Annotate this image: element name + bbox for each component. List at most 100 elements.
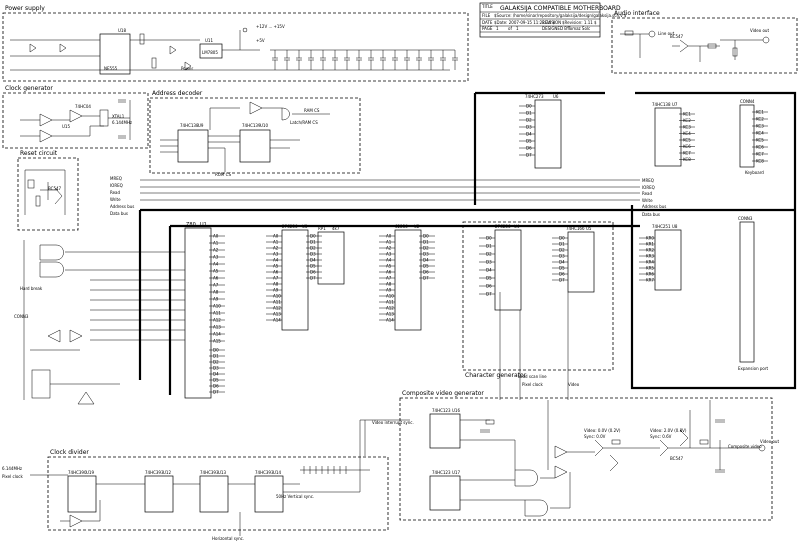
power-supply-circuit: NE555 U18 LM7805 U11 +12V ... +15V +5V P… bbox=[10, 24, 458, 75]
address-decoder-block: Address decoder bbox=[149, 90, 361, 174]
mono1-ref: U16 bbox=[452, 408, 460, 413]
character-generator-title: Character generator bbox=[465, 372, 527, 379]
xtal-freq: 6.144MHz bbox=[112, 120, 132, 125]
data-bus-left-label: Data bus bbox=[110, 211, 128, 216]
clock-divider-title: Clock divider bbox=[50, 449, 89, 456]
pixel-clock-in-label: Pixel clock bbox=[2, 474, 23, 479]
write-left-label: Write bbox=[110, 197, 121, 202]
counter2-ref: U13 bbox=[218, 470, 226, 475]
decoupling-capacitors bbox=[270, 49, 458, 70]
keyboard-connector-ref: CONN4 bbox=[740, 99, 755, 104]
expansion-connector: CONN3 Expansion port bbox=[738, 216, 769, 371]
page-count: 1 bbox=[516, 26, 519, 31]
ram-ref: U2 bbox=[414, 224, 420, 229]
video-signal-labels: Load scan line Pixel clock Video Video i… bbox=[360, 292, 580, 456]
composite-video-label: Composite video bbox=[728, 444, 762, 449]
keyboard-decoder-ref: U7 bbox=[672, 102, 678, 107]
counter3-name: 74HC393 bbox=[255, 470, 274, 475]
shift-register-ref: U5 bbox=[586, 226, 592, 231]
reset-timer-name: NE555 bbox=[104, 66, 118, 71]
vertical-sync-label: 50Hz Vertical sync. bbox=[276, 494, 314, 499]
reset-timer-ref: U18 bbox=[118, 28, 126, 33]
address-bus-left-label: Address bus bbox=[110, 204, 134, 209]
composite-video-generator-block: Composite video generator bbox=[399, 390, 773, 521]
line-out-label: Line out bbox=[658, 31, 675, 36]
shift-register-name: 74HC166 bbox=[566, 226, 585, 231]
mreq-label: MREQ bbox=[642, 178, 654, 183]
composite-video-generator-title: Composite video generator bbox=[402, 390, 484, 397]
page-label: PAGE bbox=[482, 26, 493, 31]
expansion-conn-left: CONN3 bbox=[14, 314, 29, 319]
rom-cs-label: ROM CS bbox=[215, 172, 231, 177]
main-buses: MREQ IOREQ Read Write Address bus Data b… bbox=[110, 91, 797, 395]
address-bus-label: Address bus bbox=[642, 204, 666, 209]
clock-divider-circuit: 74HC390 U19 74HC393 U12 74HC393 U13 74HC… bbox=[2, 420, 370, 541]
composite-video-circuit: 74HC123 U16 74HC123 U17 Video: 0.0V (0.2… bbox=[429, 400, 779, 517]
file-label: FILE bbox=[482, 13, 491, 18]
latch-cs-label: Latch/RAM CS bbox=[290, 120, 318, 125]
resistor-pack: RP1 4k7 bbox=[317, 226, 345, 285]
decoder2-name: 74HC139 bbox=[242, 123, 261, 128]
power-supply-title: Power supply bbox=[5, 5, 45, 12]
author-label: DESIGNED BY bbox=[542, 26, 570, 31]
ram-cs-label: RAM CS bbox=[304, 108, 320, 113]
keyboard-decoder-name: 74HC138 bbox=[652, 102, 671, 107]
ioreq-label: IOREQ bbox=[642, 185, 655, 190]
resistor-pack-value: 4k7 bbox=[332, 226, 340, 231]
decoder2-ref: U10 bbox=[260, 123, 268, 128]
rom-b-chip: 27C256 U4 bbox=[494, 224, 522, 311]
rom-a-name: 27C256 bbox=[282, 224, 298, 229]
vcc-output-label: +5V bbox=[256, 38, 265, 43]
mono2-ref: U17 bbox=[452, 470, 460, 475]
hard-break-label: Hard break bbox=[20, 286, 43, 291]
divider-name: 74HC390 bbox=[68, 470, 87, 475]
title-label: TITLE bbox=[481, 4, 493, 9]
data-bus-label: Data bus bbox=[642, 212, 660, 217]
video-interrupt-label: Video interrupt sync. bbox=[372, 420, 414, 425]
multiplexer-ref: U8 bbox=[672, 224, 678, 229]
audio-interface-block: Audio interface bbox=[611, 10, 798, 74]
read-left-label: Read bbox=[110, 190, 121, 195]
expansion-port-label: Expansion port bbox=[738, 366, 769, 371]
write-label: Write bbox=[642, 198, 653, 203]
address-decoder-title: Address decoder bbox=[152, 90, 203, 97]
keyboard-label: Keyboard bbox=[745, 170, 764, 175]
read-label: Read bbox=[642, 191, 653, 196]
pixel-clock-label: Pixel clock bbox=[522, 382, 543, 387]
rom-a-chip: 27C256 U3 bbox=[281, 224, 309, 331]
vreg-ref: U11 bbox=[205, 38, 213, 43]
decoder1-ref: U9 bbox=[198, 123, 204, 128]
decoder1-name: 74HC138 bbox=[180, 123, 199, 128]
resistor-pack-ref: RP1 bbox=[318, 226, 326, 231]
cpu-ref: U1 bbox=[200, 222, 207, 228]
video-out-label: Video out bbox=[760, 439, 779, 444]
load-scan-line-label: Load scan line bbox=[518, 374, 547, 379]
video-levels-3: Video: 2.0V (0.8V) bbox=[650, 428, 687, 433]
divider-ref: U19 bbox=[86, 470, 94, 475]
audio-interface-title: Audio interface bbox=[614, 10, 660, 17]
counter3-ref: U14 bbox=[273, 470, 281, 475]
xtal-label: XTAL1 bbox=[112, 114, 125, 119]
ram-chip: 62256 U2 bbox=[394, 224, 422, 331]
osc-inverter-ref: U15 bbox=[62, 124, 70, 129]
file-text: $Source: /home/sinar/repository/galaksij… bbox=[494, 13, 627, 18]
multiplexer-chip: 74HC251 U8 bbox=[652, 224, 682, 291]
multiplexer-name: 74HC251 bbox=[652, 224, 671, 229]
counter1-ref: U12 bbox=[163, 470, 171, 475]
rom-b-name: 27C256 bbox=[495, 224, 511, 229]
clock-6mhz-label: 6.144MHz bbox=[2, 466, 22, 471]
mono2-name: 74HC123 bbox=[432, 470, 451, 475]
video-levels-4: Sync: 0.6V bbox=[650, 434, 672, 439]
shift-register-chip: 74HC166 U5 bbox=[566, 226, 595, 293]
left-side-logic: Hard break CONN3 bbox=[14, 240, 185, 405]
page-number: 1 bbox=[496, 26, 499, 31]
video-levels-1: Video: 0.0V (0.2V) bbox=[584, 428, 621, 433]
reset-circuit-content: BC547 bbox=[24, 169, 66, 215]
clock-generator-block: Clock generator bbox=[2, 85, 149, 149]
clock-generator-circuit: XTAL1 6.144MHz 74HC04 U15 bbox=[20, 99, 132, 143]
revision-text: $Revision: 1.11 $ bbox=[562, 20, 597, 25]
horizontal-sync-label: Horizontal sync. bbox=[212, 536, 244, 541]
vreg-name: LM7805 bbox=[202, 50, 218, 55]
cpu-chip: Z80 U1 bbox=[184, 222, 212, 399]
